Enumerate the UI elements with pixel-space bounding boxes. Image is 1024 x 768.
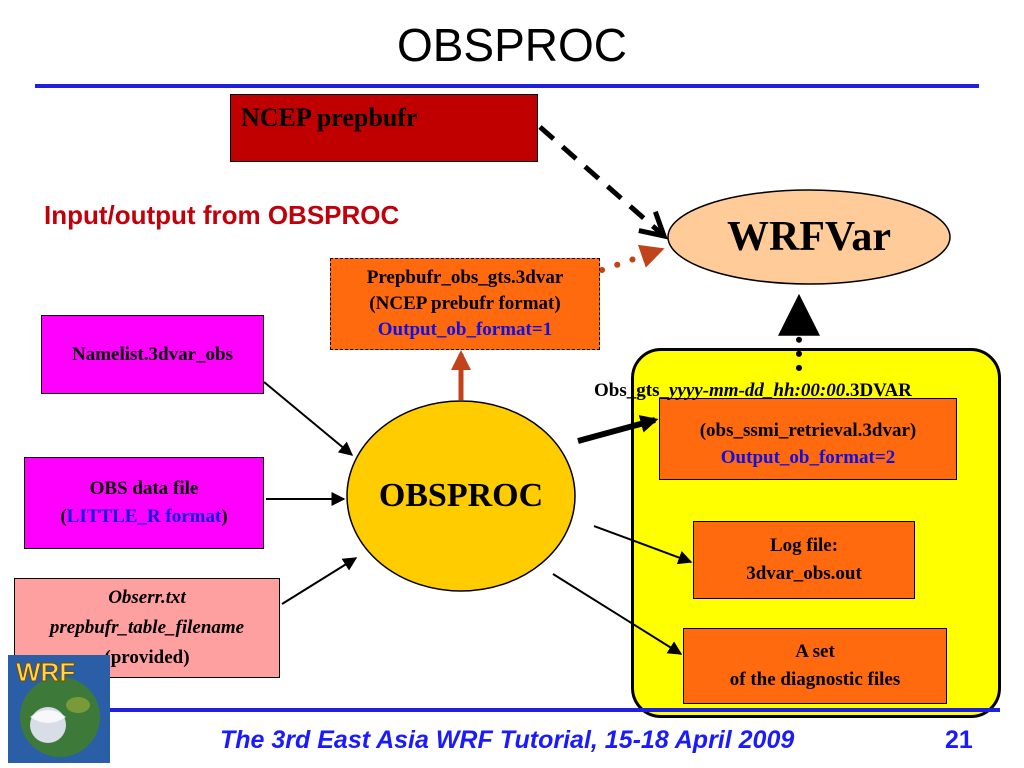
ncep-prepbufr-label: NCEP prepbufr	[241, 103, 418, 132]
footer-text: The 3rd East Asia WRF Tutorial, 15-18 Ap…	[220, 726, 795, 754]
obserr-provided-note: (provided)	[104, 647, 190, 668]
namelist-label: Namelist.3dvar_obs	[72, 343, 233, 365]
obsproc-label: OBSPROC	[378, 477, 544, 514]
svg-text:WRF: WRF	[16, 657, 75, 687]
prepbufr-output-format: (NCEP prebufr format)	[369, 293, 561, 314]
namelist-box: Namelist.3dvar_obs	[41, 315, 264, 394]
wrfvar-label: WRFVar	[726, 214, 892, 260]
obsproc-to-obsgts-arrow	[577, 415, 659, 444]
obs-data-file-box: OBS data file (LITTLE_R format)	[24, 457, 264, 549]
prepbufr-output-option: Output_ob_format=1	[377, 319, 553, 340]
prepbufr-table-filename: prepbufr_table_filename	[49, 617, 245, 638]
namelist-to-obsproc-arrow	[263, 381, 354, 456]
footer-rule	[110, 708, 1000, 712]
obserr-filename: Obserr.txt	[108, 587, 186, 608]
obs-data-file-format: (LITTLE_R format)	[60, 503, 227, 531]
ncep-prepbufr-box: NCEP prepbufr	[230, 94, 538, 162]
obs-gts-filename-suffix: .3DVAR	[845, 380, 912, 401]
obserr-box: Obserr.txt prepbufr_table_filename (prov…	[14, 578, 280, 678]
obs-gts-filename-date: yyyy-mm-dd_hh:00:00	[668, 380, 846, 401]
ncep-to-wrfvar-arrow	[538, 125, 664, 236]
obs-gts-filename-prefix: Obs_gts_	[594, 380, 669, 401]
obs-gts-output-box: (obs_ssmi_retrieval.3dvar) Output_ob_for…	[659, 398, 957, 480]
prepbufr-to-wrfvar-arrow	[599, 244, 665, 273]
diagnostic-files-box: A set of the diagnostic files	[683, 628, 947, 704]
wrf-logo: WRF	[8, 655, 110, 763]
obs-data-file-paren-open: (	[60, 506, 67, 527]
io-heading: Input/output from OBSPROC	[44, 200, 400, 230]
obs-gts-filename: Obs_gts_yyyy-mm-dd_hh:00:00.3DVAR	[594, 380, 912, 402]
page-number: 21	[945, 726, 973, 754]
diagnostic-files-line2: of the diagnostic files	[729, 669, 901, 690]
obsproc-ellipse	[346, 400, 576, 592]
slide-title: OBSPROC	[396, 19, 628, 71]
diagnostic-files-line1: A set	[795, 641, 835, 662]
title-underline	[35, 84, 979, 88]
obsproc-to-logfile-arrow	[593, 525, 693, 565]
log-file-box: Log file: 3dvar_obs.out	[693, 521, 915, 599]
obs-data-file-format-name: LITTLE_R format	[66, 506, 222, 527]
obs-data-file-paren-close: )	[221, 506, 228, 527]
obs-gts-output-option: Output_ob_format=2	[720, 447, 896, 468]
wrfvar-ellipse	[667, 189, 951, 285]
prepbufr-output-filename: Prepbufr_obs_gts.3dvar	[366, 267, 564, 288]
obs-data-file-label: OBS data file	[89, 478, 199, 499]
log-file-label: Log file:	[769, 535, 839, 556]
obsproc-to-diagfiles-arrow	[552, 573, 683, 655]
obserr-to-obsproc-arrow	[281, 557, 358, 605]
log-file-name: 3dvar_obs.out	[746, 563, 862, 584]
prepbufr-output-box: Prepbufr_obs_gts.3dvar (NCEP prebufr for…	[330, 258, 600, 350]
obs-gts-ssmi-filename: (obs_ssmi_retrieval.3dvar)	[699, 420, 917, 441]
